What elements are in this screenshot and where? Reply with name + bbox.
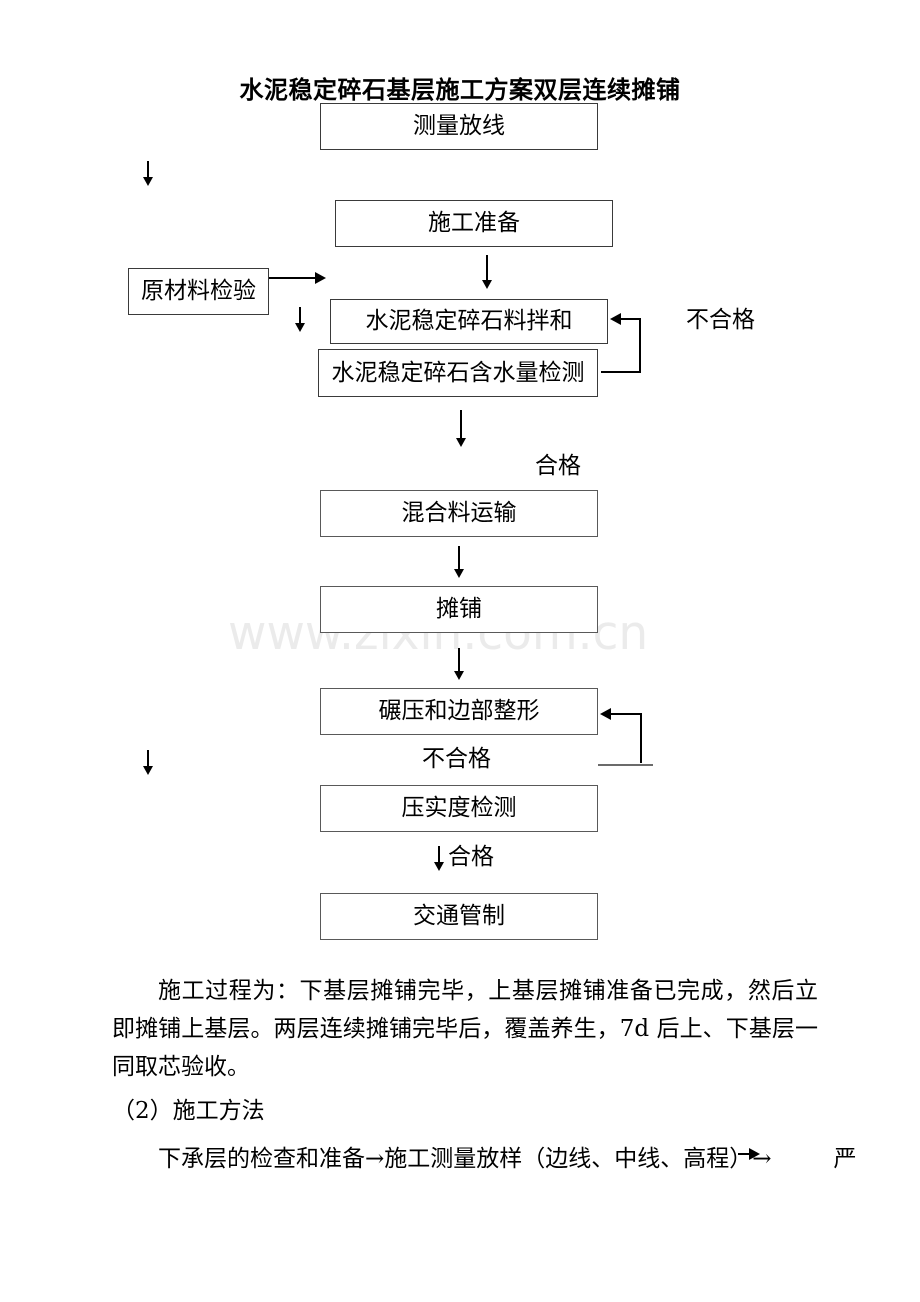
inline-arrow-line [738,1153,751,1155]
feedback-upper-arrow-head [610,313,621,325]
stray-arrow-1-head [143,177,153,186]
flow-node-paving-label: 摊铺 [436,596,482,622]
flow-node-raw-material: 原材料检验 [128,268,269,315]
label-pass-upper: 合格 [535,453,581,479]
connector-moisture-transport-line [460,410,462,440]
label-pass-lower: 合格 [448,844,494,870]
feedback-lower-vertical-line [640,713,642,763]
flow-node-survey-label: 测量放线 [413,113,505,139]
connector-preparation-mixing-head [482,280,492,289]
flow-node-moisture-test: 水泥稳定碎石含水量检测 [318,349,598,397]
flow-node-paving: 摊铺 [320,586,598,633]
flow-node-mixing-label: 水泥稳定碎石料拌和 [365,308,573,334]
connector-paving-rolling-head [454,671,464,680]
flow-node-rolling-label: 碾压和边部整形 [378,698,540,724]
flow-node-transport: 混合料运输 [320,490,598,537]
body-paragraph-method-steps: 下承层的检查和准备→施工测量放样（边线、中线、高程）→ 严 [112,1140,872,1178]
flow-node-moisture-test-label: 水泥稳定碎石含水量检测 [331,359,585,386]
stray-arrow-2-line [299,307,301,325]
flow-node-preparation: 施工准备 [335,200,613,247]
stray-arrow-3-head [143,766,153,775]
connector-compaction-traffic-head [434,862,444,871]
feedback-upper-vertical-line [639,318,641,373]
flow-node-compaction-label: 压实度检测 [401,795,517,821]
body-paragraph-method-steps-tail: 严 [833,1146,857,1172]
flow-node-raw-material-label: 原材料检验 [141,278,256,304]
label-fail-upper: 不合格 [686,307,755,333]
label-fail-lower: 不合格 [422,746,491,772]
flow-node-traffic: 交通管制 [320,893,598,940]
body-section-heading-method: （2）施工方法 [112,1098,265,1124]
connector-compaction-traffic-line [438,846,440,864]
flow-node-traffic-label: 交通管制 [413,903,505,929]
stray-arrow-2-head [295,323,305,332]
flow-node-preparation-label: 施工准备 [428,210,520,236]
connector-raw-material-line [269,277,317,279]
connector-raw-material-head [315,272,326,284]
stray-arrow-3-line [147,750,149,768]
inline-arrow-head [749,1148,760,1160]
flow-node-rolling: 碾压和边部整形 [320,688,598,735]
connector-moisture-transport-head [456,438,466,447]
flow-node-transport-label: 混合料运输 [401,500,517,526]
flow-node-mixing: 水泥稳定碎石料拌和 [330,299,608,344]
stray-arrow-1-line [147,161,149,179]
connector-transport-paving-head [454,569,464,578]
page-title: 水泥稳定碎石基层施工方案双层连续摊铺 [239,75,681,104]
connector-transport-paving-line [458,546,460,571]
feedback-upper-top-line [619,318,641,320]
body-paragraph-method-steps-text: 下承层的检查和准备→施工测量放样（边线、中线、高程）→ [158,1146,772,1172]
connector-preparation-mixing-line [486,255,488,282]
connector-paving-rolling-line [458,648,460,673]
feedback-lower-top-line [609,713,642,715]
flow-node-survey: 测量放线 [320,103,598,150]
body-paragraph-process: 施工过程为：下基层摊铺完毕，上基层摊铺准备已完成，然后立即摊铺上基层。两层连续摊… [112,978,818,1080]
feedback-lower-bottom-line [598,764,653,766]
feedback-lower-arrow-head [600,708,611,720]
flow-node-compaction: 压实度检测 [320,785,598,832]
feedback-upper-bottom-line [601,371,641,373]
